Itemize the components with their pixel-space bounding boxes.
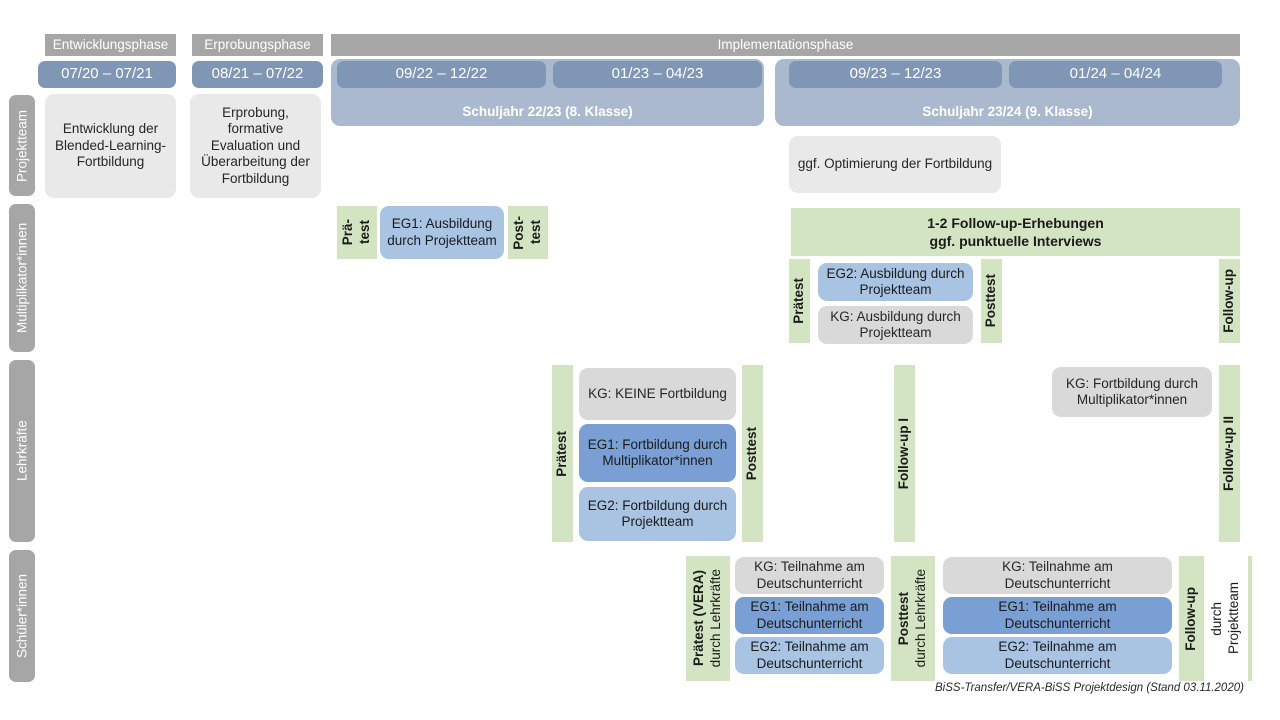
card-eg1-ausbildung-projektteam: EG1: Ausbildung durch Projektteam (380, 206, 504, 259)
posttest-line-2: test (528, 220, 543, 245)
period-box-0124-0424: 01/24 – 04/24 (1009, 61, 1222, 88)
pretest-vera-strip-schueler: Prätest (VERA) durch Lehrkräfte (686, 556, 730, 681)
pretest-vera-label: Prätest (VERA) (691, 570, 707, 667)
pretest-line-2: test (357, 220, 372, 245)
followup-sublabel-schueler-wrap: durch Projektteam (1204, 556, 1248, 681)
followup-1-strip-lehrkraefte: Follow-up I (894, 365, 915, 542)
followup-band-line-1: 1-2 Follow-up-Erhebungen (927, 214, 1104, 231)
posttest-strip-multiplikatoren-1: Post- test (508, 206, 548, 259)
card-eg2-ausbildung-projektteam: EG2: Ausbildung durch Projektteam (818, 263, 973, 301)
period-box-0123-0423: 01/23 – 04/23 (553, 61, 762, 88)
card-kg-teilnahme-deutsch-b: KG: Teilnahme am Deutschunterricht (943, 557, 1172, 594)
card-kg-teilnahme-deutsch-a: KG: Teilnahme am Deutschunterricht (735, 557, 884, 594)
card-kg-keine-fortbildung: KG: KEINE Fortbildung (579, 368, 736, 420)
pretest-label: Prätest (791, 278, 807, 324)
period-box-0720-0721: 07/20 – 07/21 (38, 61, 176, 88)
posttest-label: Posttest (983, 274, 999, 328)
posttest-strip-schueler: Posttest durch Lehrkräfte (891, 556, 935, 681)
card-eg1-teilnahme-deutsch-b: EG1: Teilnahme am Deutschunterricht (943, 597, 1172, 634)
pretest-label-lehrkraefte: Prätest (554, 430, 570, 477)
followup-1-label: Follow-up I (896, 417, 912, 490)
phase-header-entwicklungsphase: Entwicklungsphase (45, 34, 176, 56)
card-eg2-teilnahme-deutsch-a: EG2: Teilnahme am Deutschunterricht (735, 637, 884, 674)
posttest-strip-multiplikatoren-2: Posttest (981, 259, 1002, 343)
card-eg2-fortbildung-projektteam: EG2: Fortbildung durch Projektteam (579, 487, 736, 541)
posttest-line-1: Post- (511, 215, 527, 250)
pretest-strip-multiplikatoren-2: Prätest (789, 259, 810, 343)
card-kg-fortbildung-multiplikatoren: KG: Fortbildung durch Multiplikator*inne… (1052, 367, 1212, 417)
pretest-vera-sublabel: durch Lehrkräfte (708, 569, 723, 668)
followup-label-schueler: Follow-up (1182, 586, 1198, 651)
card-eg1-teilnahme-deutsch-a: EG1: Teilnahme am Deutschunterricht (735, 597, 884, 634)
row-label-projektteam: Projektteam (9, 95, 35, 196)
phase-header-implementationsphase: Implementationsphase (331, 34, 1240, 56)
card-eg1-fortbildung-multiplikatoren: EG1: Fortbildung durch Multiplikator*inn… (579, 424, 736, 482)
followup-2-strip-lehrkraefte: Follow-up II (1219, 365, 1240, 542)
card-erprobung-evaluation: Erprobung, formative Evaluation und Über… (190, 94, 321, 198)
period-box-0922-1222: 09/22 – 12/22 (337, 61, 546, 88)
followup-band-line-2: ggf. punktuelle Interviews (929, 233, 1102, 249)
followup-strip-multiplikatoren: Follow-up (1219, 259, 1240, 343)
followup-erhebungen-band: 1-2 Follow-up-Erhebungen ggf. punktuelle… (791, 208, 1240, 256)
posttest-label-lehrkraefte: Posttest (744, 426, 760, 481)
posttest-strip-lehrkraefte: Posttest (742, 365, 763, 542)
school-year-label-2324: Schuljahr 23/24 (9. Klasse) (922, 104, 1093, 120)
pretest-line-1: Prä- (340, 219, 356, 246)
pretest-strip-lehrkraefte: Prätest (552, 365, 573, 542)
followup-label: Follow-up (1221, 269, 1237, 333)
row-label-multiplikatorinnen: Multiplikator*innen (9, 204, 35, 352)
card-kg-ausbildung-projektteam: KG: Ausbildung durch Projektteam (818, 306, 973, 344)
posttest-label-schueler: Posttest (896, 591, 912, 646)
card-ggf-optimierung: ggf. Optimierung der Fortbildung (789, 136, 1001, 193)
card-eg2-teilnahme-deutsch-b: EG2: Teilnahme am Deutschunterricht (943, 637, 1172, 674)
followup-strip-schueler: Follow-up (1179, 556, 1203, 681)
phase-header-erprobungsphase: Erprobungsphase (192, 34, 323, 56)
diagram-footnote: BiSS-Transfer/VERA-BiSS Projektdesign (S… (935, 682, 1244, 694)
row-label-schuelerinnen: Schüler*innen (9, 550, 35, 682)
period-box-0923-1223: 09/23 – 12/23 (789, 61, 1002, 88)
period-box-0821-0722: 08/21 – 07/22 (192, 61, 323, 88)
row-label-lehrkraefte: Lehrkräfte (9, 360, 35, 542)
card-entwicklung-blended-learning: Entwicklung der Blended-Learning-Fortbil… (45, 94, 176, 198)
posttest-sublabel-schueler: durch Lehrkräfte (913, 569, 928, 668)
pretest-strip-multiplikatoren-1: Prä- test (337, 206, 377, 259)
followup-2-label: Follow-up II (1221, 416, 1237, 491)
school-year-label-2223: Schuljahr 22/23 (8. Klasse) (462, 104, 633, 120)
followup-sublabel-projektteam: Projektteam (1226, 582, 1241, 655)
followup-sublabel-durch: durch (1209, 601, 1225, 636)
